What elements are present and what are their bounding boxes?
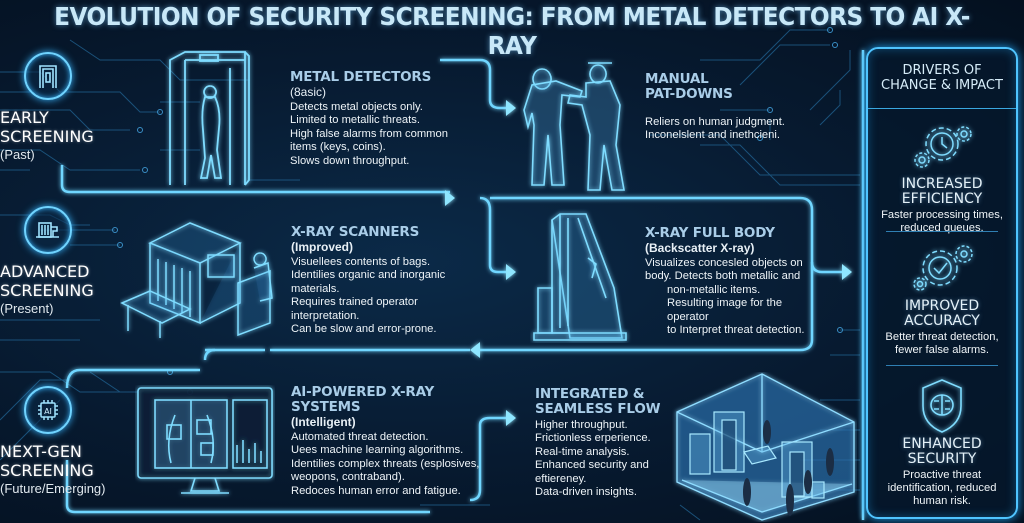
point: weopons, contraband). <box>291 471 405 484</box>
stage-points: Visualizes concesled objects on body. De… <box>645 257 815 337</box>
point: body. Detects both metallic and <box>645 270 801 283</box>
stage-points: Visuellees contents of bags. Identilies … <box>291 256 481 336</box>
stage-heading-line2: PAT-DOWNS <box>645 86 733 102</box>
point: Visuellees contents of bags. <box>291 256 431 268</box>
era-title: ADVANCED SCREENING <box>0 262 94 300</box>
integrated-checkpoint-illustration <box>676 373 855 521</box>
point: non-metallic items. <box>667 283 761 296</box>
stage-heading: X-RAY SCANNERS <box>291 224 420 240</box>
point: Visualizes concesled objects on <box>645 257 803 269</box>
stage-subheading: (8asic) <box>290 85 327 99</box>
point: Limited to metallic threats. <box>290 114 420 127</box>
point: Uees machine learning algorithms. <box>291 444 464 457</box>
point: items (keys, coins). <box>290 141 386 154</box>
ai-monitor-illustration <box>137 387 273 494</box>
point: Enhanced security and <box>535 459 649 472</box>
era-subtitle: (Present) <box>0 301 54 316</box>
gears-clock-icon <box>868 115 1016 177</box>
point: Inconelslent and inethcieni. <box>645 129 780 142</box>
xray-scanner-illustration <box>120 222 273 338</box>
shield-brain-icon <box>868 375 1016 437</box>
arrow-to-ai <box>470 342 480 358</box>
era-title: NEXT-GEN SCREENING <box>0 442 94 480</box>
era-subtitle: (Future/Emerging) <box>0 481 106 496</box>
point: eftiereney. <box>535 472 587 485</box>
point: Identilies organic and inorganic <box>291 269 446 282</box>
divider <box>886 231 998 232</box>
stage-heading: MANUAL <box>645 71 709 87</box>
era-subtitle: (Past) <box>0 147 35 162</box>
patdown-illustration <box>523 62 625 191</box>
page-title: EVOLUTION OF SECURITY SCREENING: FROM ME… <box>54 2 970 60</box>
stage-integrated-flow: INTEGRATED & SEAMLESS FLOW Higher throug… <box>535 387 675 499</box>
baggage-scanner-icon <box>24 206 72 254</box>
driver-title: ENHANCED SECURITY <box>902 436 982 467</box>
point: Real-time analysis. <box>535 445 630 458</box>
walkthrough-gate-icon <box>24 52 72 100</box>
arrow-to-drivers <box>842 264 852 280</box>
stage-heading-line2: SEAMLESS FLOW <box>535 401 661 417</box>
driver-title: IMPROVED ACCURACY <box>904 298 980 329</box>
era-nextgen: AI NEXT-GEN SCREENING (Future/Emerging) <box>0 386 105 496</box>
stage-heading: METAL DETECTORS <box>290 69 432 85</box>
circuit-traces <box>0 29 860 521</box>
svg-text:AI: AI <box>44 407 52 416</box>
stage-heading: X-RAY FULL BODY <box>645 225 775 241</box>
point: Redoces human error and fatigue. <box>291 484 461 497</box>
point: to Interpret threat detection. <box>667 324 805 337</box>
full-body-scanner-illustration <box>533 213 627 341</box>
point: Requires trained operator <box>291 296 418 309</box>
flow-lines <box>60 50 865 520</box>
arrow-to-xray <box>445 190 455 206</box>
point: Identilies complex threats (esplosives, <box>291 457 480 470</box>
driver-desc: Proactive threat identification, reduced… <box>887 469 997 507</box>
gears-check-icon <box>868 237 1016 299</box>
point: Automated threat detection. <box>291 431 429 443</box>
stage-heading: AI-POWERED X-RAY <box>291 384 435 400</box>
stage-xray-scanners: X-RAY SCANNERS (Improved) Visuellees con… <box>291 225 481 336</box>
drivers-panel: DRIVERS OF CHANGE & IMPACT INCREASED EFF… <box>866 47 1018 519</box>
driver-title: INCREASED EFFICIENCY <box>901 176 983 207</box>
stage-xray-full-body: X-RAY FULL BODY (Backscatter X-ray) Visu… <box>645 226 815 337</box>
driver-security: ENHANCED SECURITY Proactive threat ident… <box>868 375 1016 508</box>
flow-arrows <box>445 100 852 426</box>
era-title: EARLY SCREENING <box>0 108 94 146</box>
point: Data-driven insights. <box>535 486 637 499</box>
circuit-nodes <box>112 27 843 395</box>
stage-ai-xray: AI-POWERED X-RAY SYSTEMS (Intelligent) A… <box>291 385 481 498</box>
stage-points: Higher throughput. Frictionless erperien… <box>535 419 675 499</box>
stage-heading: INTEGRATED & <box>535 386 645 402</box>
stage-subheading: (Improved) <box>291 240 354 254</box>
arrow-to-fullbody <box>506 264 516 280</box>
stage-points: Reliers on human judgment. Inconelslent … <box>645 116 845 143</box>
drivers-heading: DRIVERS OF CHANGE & IMPACT <box>868 49 1016 109</box>
point: interpretation. <box>291 309 360 322</box>
stage-heading-line2: SYSTEMS <box>291 399 361 415</box>
era-early: EARLY SCREENING (Past) <box>0 52 94 162</box>
stage-points: Detects metal objects only. Limited to m… <box>290 101 470 168</box>
arrow-to-integrated <box>506 410 516 426</box>
point: Slows down throughput. <box>290 154 410 167</box>
ai-chip-icon: AI <box>24 386 72 434</box>
point: Resulting image for the operator <box>667 297 783 323</box>
point: materials. <box>291 282 340 295</box>
point: Frictionless erperience. <box>535 432 651 445</box>
driver-accuracy: IMPROVED ACCURACY Better threat detectio… <box>868 237 1016 357</box>
driver-efficiency: INCREASED EFFICIENCY Faster processing t… <box>868 115 1016 235</box>
point: High false alarms from common <box>290 127 448 140</box>
point: Higher throughput. <box>535 419 628 431</box>
stage-manual-patdowns: MANUAL PAT-DOWNS Reliers on human judgme… <box>645 72 845 143</box>
divider <box>886 365 998 366</box>
stage-metal-detectors: METAL DETECTORS (8asic) Detects metal ob… <box>290 70 470 168</box>
driver-desc: Better threat detection, fewer false ala… <box>885 331 999 356</box>
arrow-to-patdowns <box>506 100 516 116</box>
metal-detector-illustration <box>169 51 250 186</box>
point: Reliers on human judgment. <box>645 116 785 128</box>
point: Detects metal objects only. <box>290 101 423 113</box>
point: Can be slow and error-prone. <box>291 323 437 336</box>
stage-subheading: (Backscatter X-ray) <box>645 241 755 255</box>
stage-points: Automated threat detection. Uees machine… <box>291 431 481 498</box>
stage-subheading: (Intelligent) <box>291 415 356 429</box>
era-advanced: ADVANCED SCREENING (Present) <box>0 206 94 316</box>
